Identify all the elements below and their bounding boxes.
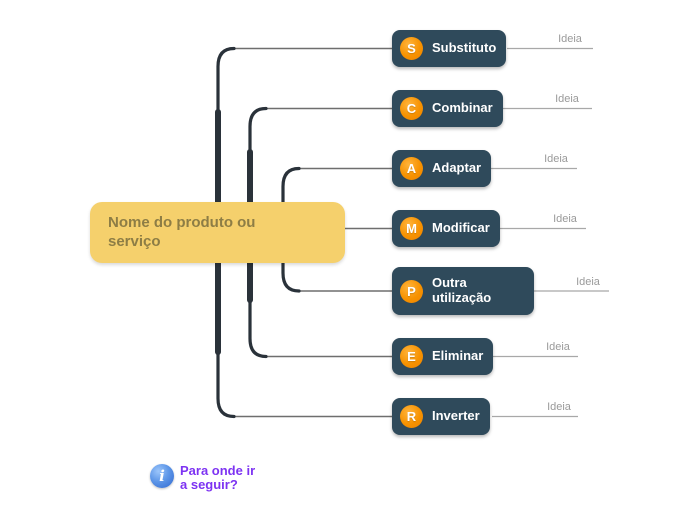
branch-combinar [248,106,268,234]
info-icon[interactable]: i [150,464,174,488]
note-text: Para onde ir a seguir? [180,463,256,493]
branch-outra-utilizacao [281,230,301,293]
idea-lines [490,47,609,418]
topic-node-eliminar[interactable]: E Eliminar [392,338,494,375]
root-node[interactable]: Nome do produto ou serviço [90,202,345,263]
topic-node-modificar[interactable]: M Modificar [392,210,500,247]
idea-placeholder-outra-utilizacao[interactable]: Ideia [576,276,600,288]
topic-label: Modificar [432,220,490,236]
idea-placeholder-inverter[interactable]: Ideia [547,401,571,413]
idea-placeholder-modificar[interactable]: Ideia [553,213,577,225]
idea-placeholder-eliminar[interactable]: Ideia [546,341,570,353]
topic-label: Substituto [432,40,497,56]
branch-adaptar [281,166,301,234]
branch-eliminar [248,230,268,359]
topic-label: Combinar [432,100,493,116]
letter-badge-m: M [400,217,423,240]
idea-placeholder-substituto[interactable]: Ideia [558,33,582,45]
letter-badge-c: C [400,97,423,120]
letter-badge-p: P [400,279,423,303]
letter-badge-r: R [400,405,423,428]
idea-placeholder-adaptar[interactable]: Ideia [544,153,568,165]
root-node-label: Nome do produto ou serviço [108,213,256,250]
branch-substituto [216,46,236,234]
note[interactable]: i Para onde ir a seguir? [150,463,262,493]
topic-node-inverter[interactable]: R Inverter [392,398,490,435]
letter-badge-a: A [400,157,423,180]
topic-node-adaptar[interactable]: A Adaptar [392,150,492,187]
topic-label: Eliminar [432,348,484,364]
branch-inverter [216,230,236,419]
topic-label: Outra utilização [432,275,492,305]
topic-node-outra-utilizacao[interactable]: P Outra utilização [392,267,534,315]
topic-node-substituto[interactable]: S Substituto [392,30,507,67]
topic-node-combinar[interactable]: C Combinar [392,90,503,127]
root-branches [216,46,301,419]
idea-placeholder-combinar[interactable]: Ideia [555,93,579,105]
letter-badge-e: E [400,345,423,368]
letter-badge-s: S [400,37,423,60]
topic-label: Inverter [432,408,480,424]
topic-label: Adaptar [432,160,482,176]
thin-connectors [234,47,400,418]
